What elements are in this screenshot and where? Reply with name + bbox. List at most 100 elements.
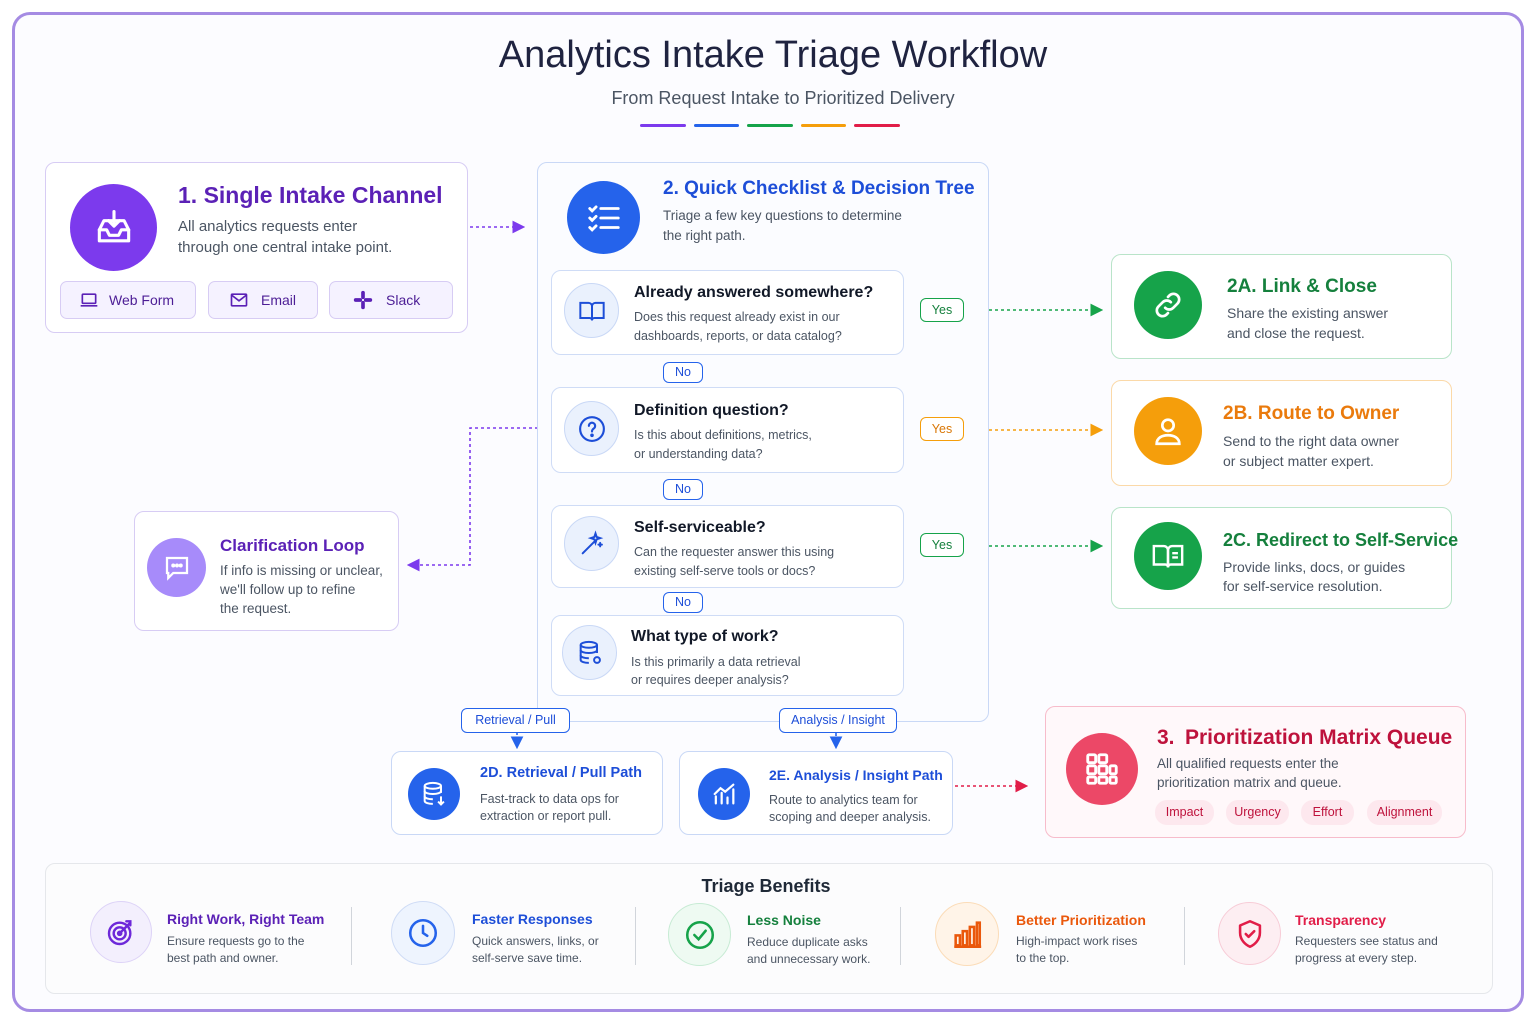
benefit-title: Transparency: [1295, 912, 1387, 928]
checklist-desc-2: the right path.: [663, 228, 746, 243]
bar-chart-icon: [935, 902, 999, 966]
laptop-icon: [80, 293, 98, 307]
benefit-desc-2: and unnecessary work.: [747, 952, 871, 966]
channel-email[interactable]: Email: [208, 281, 318, 319]
checklist-icon: [567, 181, 640, 254]
benefits-divider: [351, 907, 352, 965]
database-download-icon: [408, 768, 460, 820]
question-title: Self-serviceable?: [634, 519, 766, 536]
benefits-divider: [1184, 907, 1185, 965]
page-title: Analytics Intake Triage Workflow: [498, 34, 1048, 76]
outcome-title: 2B. Route to Owner: [1223, 403, 1400, 424]
person-icon: [1134, 397, 1202, 465]
benefit-desc-1: Requesters see status and: [1295, 934, 1438, 948]
title-accent-bars: [640, 124, 900, 128]
intake-title: 1. Single Intake Channel: [178, 182, 443, 208]
queue-desc-2: prioritization matrix and queue.: [1157, 775, 1342, 790]
question-desc-2: existing self-serve tools or docs?: [634, 564, 816, 578]
outcome-desc-1: Share the existing answer: [1227, 305, 1389, 321]
chat-icon: [147, 538, 206, 597]
shield-check-icon: [1218, 902, 1281, 965]
tag-urgency: Urgency: [1226, 800, 1289, 825]
accent-bar: [693, 124, 740, 127]
envelope-icon: [230, 293, 248, 307]
no-badge: No: [663, 362, 703, 383]
outcome-title: 2C. Redirect to Self-Service: [1223, 530, 1459, 550]
check-circle-icon: [668, 903, 731, 966]
question-title: Already answered somewhere?: [634, 284, 874, 301]
channel-label: Web Form: [109, 292, 175, 308]
clarification-title: Clarification Loop: [220, 536, 365, 555]
yes-badge: Yes: [920, 533, 964, 557]
magic-wand-icon: [564, 516, 619, 571]
benefit-title: Right Work, Right Team: [167, 911, 325, 927]
analysis-path-label: Analysis / Insight: [779, 708, 897, 733]
benefit-desc-1: Reduce duplicate asks: [747, 935, 868, 949]
matrix-icon: [1066, 733, 1138, 805]
analysis-path-desc-1: Route to analytics team for: [769, 793, 918, 807]
retrieval-path-label: Retrieval / Pull: [461, 708, 570, 733]
checklist-desc-1: Triage a few key questions to determine: [663, 208, 902, 223]
tag-effort: Effort: [1301, 800, 1354, 825]
outcome-title: 2A. Link & Close: [1227, 276, 1377, 297]
question-title: Definition question?: [634, 402, 789, 419]
intake-desc-2: through one central intake point.: [178, 239, 393, 256]
retrieval-path-desc-1: Fast-track to data ops for: [480, 792, 619, 806]
database-icon: [562, 625, 617, 680]
book-icon: [564, 283, 619, 338]
question-icon: [564, 401, 619, 456]
channel-slack[interactable]: Slack: [329, 281, 453, 319]
benefit-desc-1: Ensure requests go to the: [167, 934, 305, 948]
accent-bar: [800, 124, 847, 127]
target-icon: [90, 901, 152, 963]
clarification-desc-3: the request.: [220, 601, 292, 616]
channel-label: Slack: [386, 292, 421, 308]
question-desc-2: dashboards, reports, or data catalog?: [634, 329, 842, 343]
retrieval-path-title: 2D. Retrieval / Pull Path: [480, 765, 642, 781]
inbox-download-icon: [70, 184, 157, 271]
question-desc-1: Is this primarily a data retrieval: [631, 655, 801, 669]
outcome-desc-2: for self-service resolution.: [1223, 578, 1383, 594]
benefit-desc-2: best path and owner.: [167, 951, 279, 965]
benefit-desc-2: progress at every step.: [1295, 951, 1418, 965]
benefit-title: Faster Responses: [472, 911, 593, 927]
open-book-icon: [1134, 522, 1202, 590]
no-badge: No: [663, 592, 703, 613]
tag-impact: Impact: [1155, 800, 1214, 825]
question-desc-2: or requires deeper analysis?: [631, 673, 789, 687]
queue-desc-1: All qualified requests enter the: [1157, 756, 1339, 771]
channel-label: Email: [261, 292, 297, 308]
accent-bar: [854, 124, 900, 127]
tag-alignment: Alignment: [1367, 800, 1442, 825]
accent-bar: [747, 124, 793, 127]
outcome-desc-2: and close the request.: [1227, 325, 1365, 341]
clarification-desc-1: If info is missing or unclear,: [220, 563, 383, 578]
benefit-desc-1: Quick answers, links, or: [472, 934, 599, 948]
accent-bar: [640, 124, 686, 127]
channel-web-form[interactable]: Web Form: [60, 281, 196, 319]
queue-title-number: 3.: [1157, 726, 1175, 749]
clarification-desc-2: we'll follow up to refine: [220, 582, 356, 597]
yes-badge: Yes: [920, 417, 964, 441]
chart-icon: [698, 768, 750, 820]
intake-desc-1: All analytics requests enter: [178, 218, 358, 235]
benefit-desc-2: self-serve save time.: [472, 951, 583, 965]
analysis-path-title: 2E. Analysis / Insight Path: [769, 767, 943, 783]
retrieval-path-desc-2: extraction or report pull.: [480, 809, 612, 823]
page-subtitle: From Request Intake to Prioritized Deliv…: [611, 88, 955, 108]
question-desc-1: Is this about definitions, metrics,: [634, 428, 812, 442]
question-desc-1: Does this request already exist in our: [634, 310, 840, 324]
link-icon: [1134, 271, 1202, 339]
benefits-divider: [900, 907, 901, 965]
outcome-desc-1: Provide links, docs, or guides: [1223, 559, 1406, 575]
queue-title: Prioritization Matrix Queue: [1185, 726, 1453, 749]
question-title: What type of work?: [631, 628, 779, 645]
benefits-title: Triage Benefits: [701, 876, 831, 896]
slack-icon: [353, 290, 373, 310]
benefits-divider: [635, 907, 636, 965]
analysis-path-desc-2: scoping and deeper analysis.: [769, 810, 931, 824]
benefit-desc-1: High-impact work rises: [1016, 934, 1138, 948]
no-badge: No: [663, 479, 703, 500]
benefit-desc-2: to the top.: [1016, 951, 1070, 965]
benefit-title: Better Prioritization: [1016, 912, 1146, 928]
